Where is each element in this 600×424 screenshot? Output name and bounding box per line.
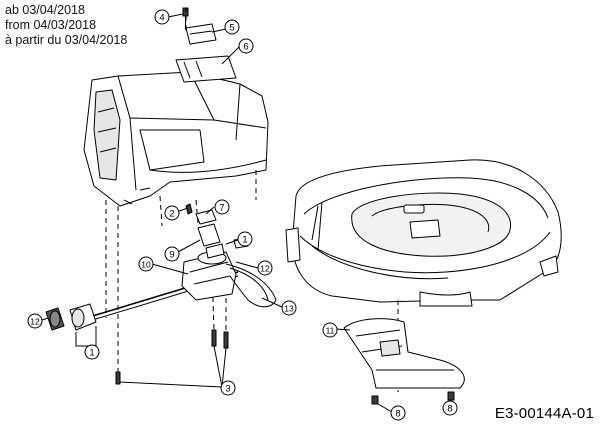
wheel-bearing xyxy=(45,303,97,331)
callout-circle xyxy=(390,405,406,421)
callout-label: 8 xyxy=(395,408,400,419)
callout-circle xyxy=(237,231,253,247)
callout-12-c12a: 12 xyxy=(257,260,273,276)
callout-1-c1a: 1 xyxy=(237,231,253,247)
callout-label: 4 xyxy=(159,12,164,23)
callout-circle xyxy=(220,380,236,396)
callout-7-c7: 7 xyxy=(214,199,230,215)
callout-label: 3 xyxy=(225,383,230,394)
callout-circle xyxy=(322,322,338,338)
callout-circle xyxy=(164,205,180,221)
document-code: E3-00144A-01 xyxy=(494,405,594,422)
callout-12-c12b: 12 xyxy=(27,313,43,329)
callout-circle xyxy=(257,260,273,276)
callout-label: 8 xyxy=(447,403,452,414)
callout-circle xyxy=(238,38,254,54)
callout-circle xyxy=(164,246,180,262)
callout-label: 5 xyxy=(229,22,234,33)
small-screw xyxy=(185,203,193,215)
callout-2-c2: 2 xyxy=(164,205,180,221)
callout-circle xyxy=(224,19,240,35)
gearbox xyxy=(181,243,237,301)
callout-label: 11 xyxy=(326,325,335,335)
callout-9-c9: 9 xyxy=(164,246,180,262)
callout-label: 1 xyxy=(89,347,94,358)
callout-label: 12 xyxy=(30,316,40,326)
callout-3-c3: 3 xyxy=(220,380,236,396)
callout-circle xyxy=(138,256,154,272)
callout-label: 2 xyxy=(169,208,174,219)
callout-1-c1b: 1 xyxy=(84,344,100,360)
callout-13-c13: 13 xyxy=(281,300,297,316)
callout-10-c10: 10 xyxy=(138,256,154,272)
callout-label: 1 xyxy=(242,234,247,245)
callout-label: 13 xyxy=(284,303,294,313)
mower-deck xyxy=(285,159,562,307)
validity-date-de: ab 03/04/2018 xyxy=(5,3,85,17)
validity-date-fr: à partir du 03/04/2018 xyxy=(5,33,128,47)
callout-circle xyxy=(442,400,458,416)
leader-lines xyxy=(41,13,452,413)
callout-5-c5: 5 xyxy=(224,19,240,35)
validity-date-en: from 04/03/2018 xyxy=(5,18,97,32)
drive-belt xyxy=(225,263,277,308)
callout-circle xyxy=(84,344,100,360)
callout-8-c8b: 8 xyxy=(442,400,458,416)
callout-6-c6: 6 xyxy=(238,38,254,54)
callout-11-c11: 11 xyxy=(322,322,338,338)
callout-label: 12 xyxy=(260,263,270,273)
callout-8-c8a: 8 xyxy=(390,405,406,421)
callout-circle xyxy=(27,313,43,329)
deck-housing xyxy=(83,7,269,207)
drive-belt-inner xyxy=(229,267,269,301)
callout-label: 10 xyxy=(141,259,151,269)
rear-baffle xyxy=(343,318,465,389)
callout-label: 6 xyxy=(243,41,248,52)
callout-label: 9 xyxy=(169,249,174,260)
callout-circle xyxy=(281,300,297,316)
callout-circle xyxy=(154,9,170,25)
callout-circle xyxy=(214,199,230,215)
mounting-bracket xyxy=(197,223,221,247)
callout-4-c4a: 4 xyxy=(154,9,170,25)
callout-label: 7 xyxy=(219,202,224,213)
spring-bracket xyxy=(195,209,217,225)
